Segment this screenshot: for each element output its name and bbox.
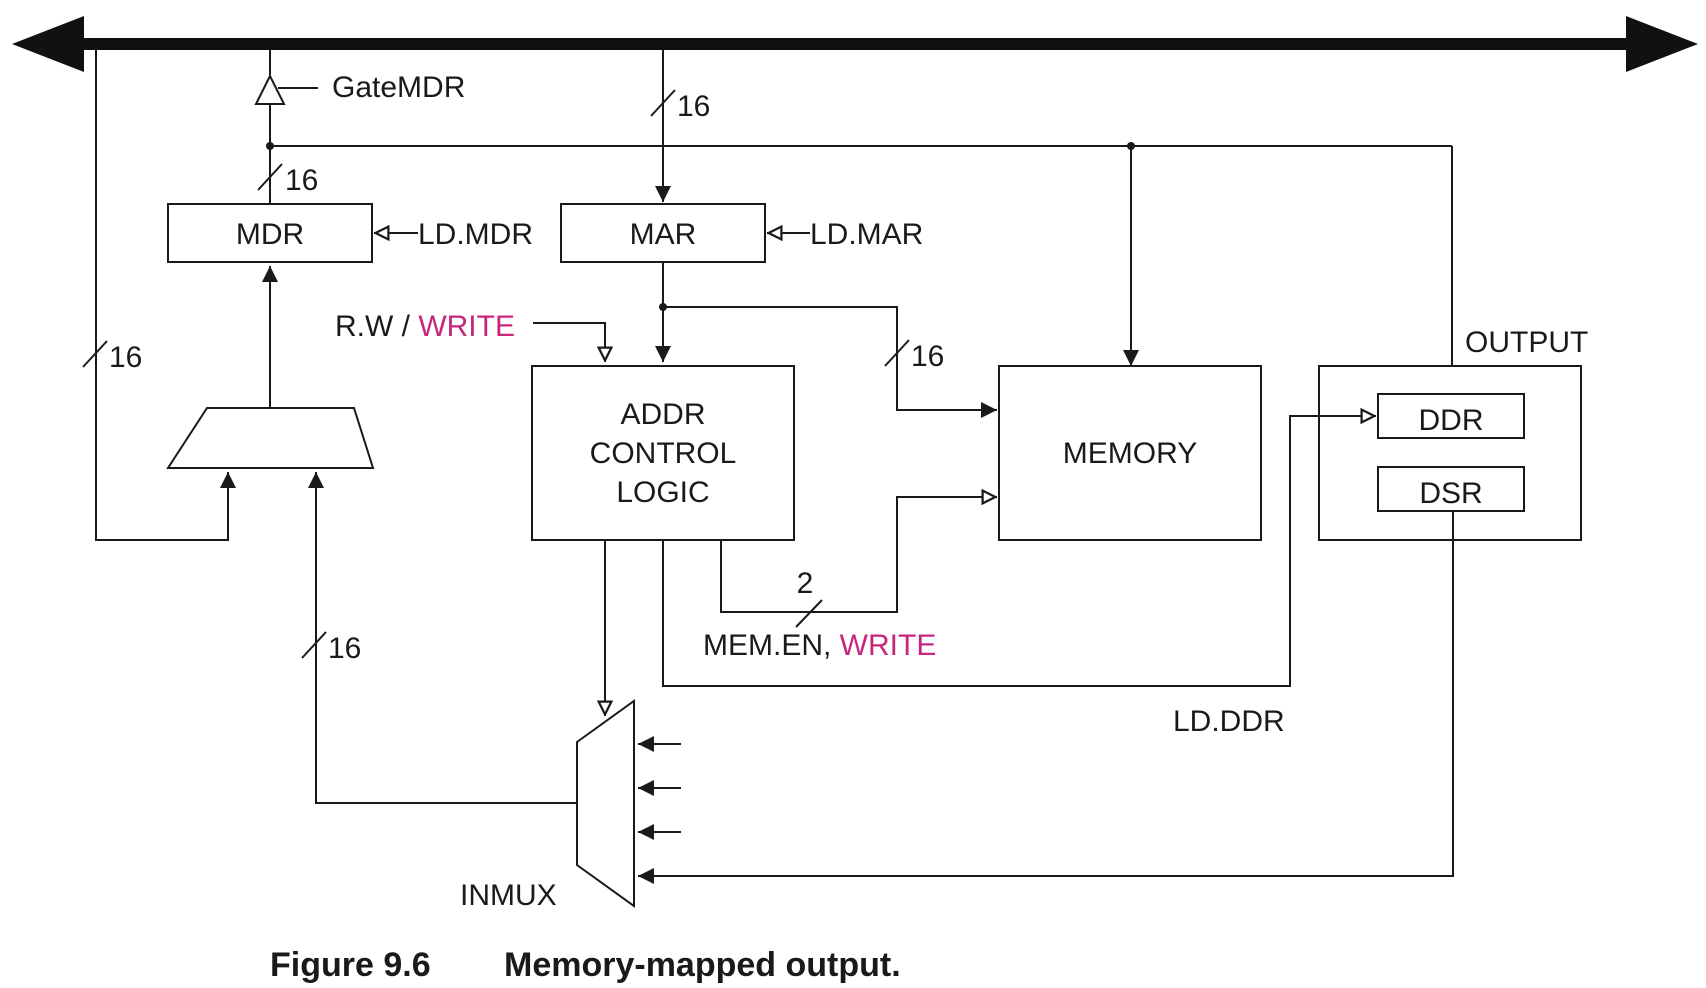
inmux-label: INMUX: [460, 879, 557, 912]
figure-caption: Memory-mapped output.: [504, 946, 901, 984]
inmux-to-mux-wire: [308, 472, 577, 804]
width-16-memaddr: 16: [911, 340, 944, 373]
figure-number: Figure 9.6: [270, 946, 431, 984]
width-mark-mdr: [257, 163, 283, 191]
memory-block: [998, 365, 1262, 541]
ld-ddr-label: LD.DDR: [1173, 705, 1285, 738]
mdr-block: [167, 203, 373, 263]
addr-control-line2: CONTROL: [590, 437, 737, 470]
output-device-block: [1318, 365, 1582, 541]
gate-mdr-buffer: [254, 50, 318, 146]
rw-label: R.W / WRITE: [335, 310, 515, 343]
mdr-output-wires: [266, 142, 1460, 394]
memory-label: MEMORY: [1063, 437, 1197, 470]
width-16-mdr: 16: [285, 164, 318, 197]
addr-control-line3: LOGIC: [616, 476, 709, 509]
dsr-register: [1377, 466, 1525, 512]
inmux: [576, 699, 635, 908]
addr-control-logic-block: [531, 365, 795, 541]
system-bus: [12, 16, 1698, 72]
ld-mar-label: LD.MAR: [810, 218, 923, 251]
mar-label: MAR: [630, 218, 697, 251]
width-2-memen: 2: [797, 567, 814, 600]
ld-ddr-wire: [662, 416, 1376, 687]
addr-control-line1: ADDR: [620, 398, 705, 431]
ddr-label: DDR: [1419, 404, 1484, 437]
width-16-mar: 16: [677, 90, 710, 123]
mem-en-label: MEM.EN, WRITE: [703, 629, 936, 662]
bus-to-mar-wire: [650, 50, 676, 202]
mar-output-wires: [655, 262, 997, 418]
inmux-inputs: [638, 736, 681, 840]
width-mark-inmux: [301, 631, 327, 659]
bus-to-mux-wire: [95, 50, 236, 541]
mdr-input-mux: [166, 407, 375, 469]
ddr-register: [1377, 393, 1525, 439]
mar-block: [560, 203, 766, 263]
gate-mdr-label: GateMDR: [332, 71, 465, 104]
ld-mdr-label: LD.MDR: [418, 218, 533, 251]
width-16-inmux: 16: [328, 632, 361, 665]
mdr-label: MDR: [236, 218, 304, 251]
rw-arrow: [533, 322, 605, 362]
dsr-label: DSR: [1419, 477, 1482, 510]
width-mark-bus: [82, 340, 108, 368]
output-label: OUTPUT: [1465, 326, 1588, 359]
dsr-to-inmux-wire: [638, 511, 1454, 884]
width-16-bus: 16: [109, 341, 142, 374]
mem-en-write-wire: [720, 497, 997, 628]
